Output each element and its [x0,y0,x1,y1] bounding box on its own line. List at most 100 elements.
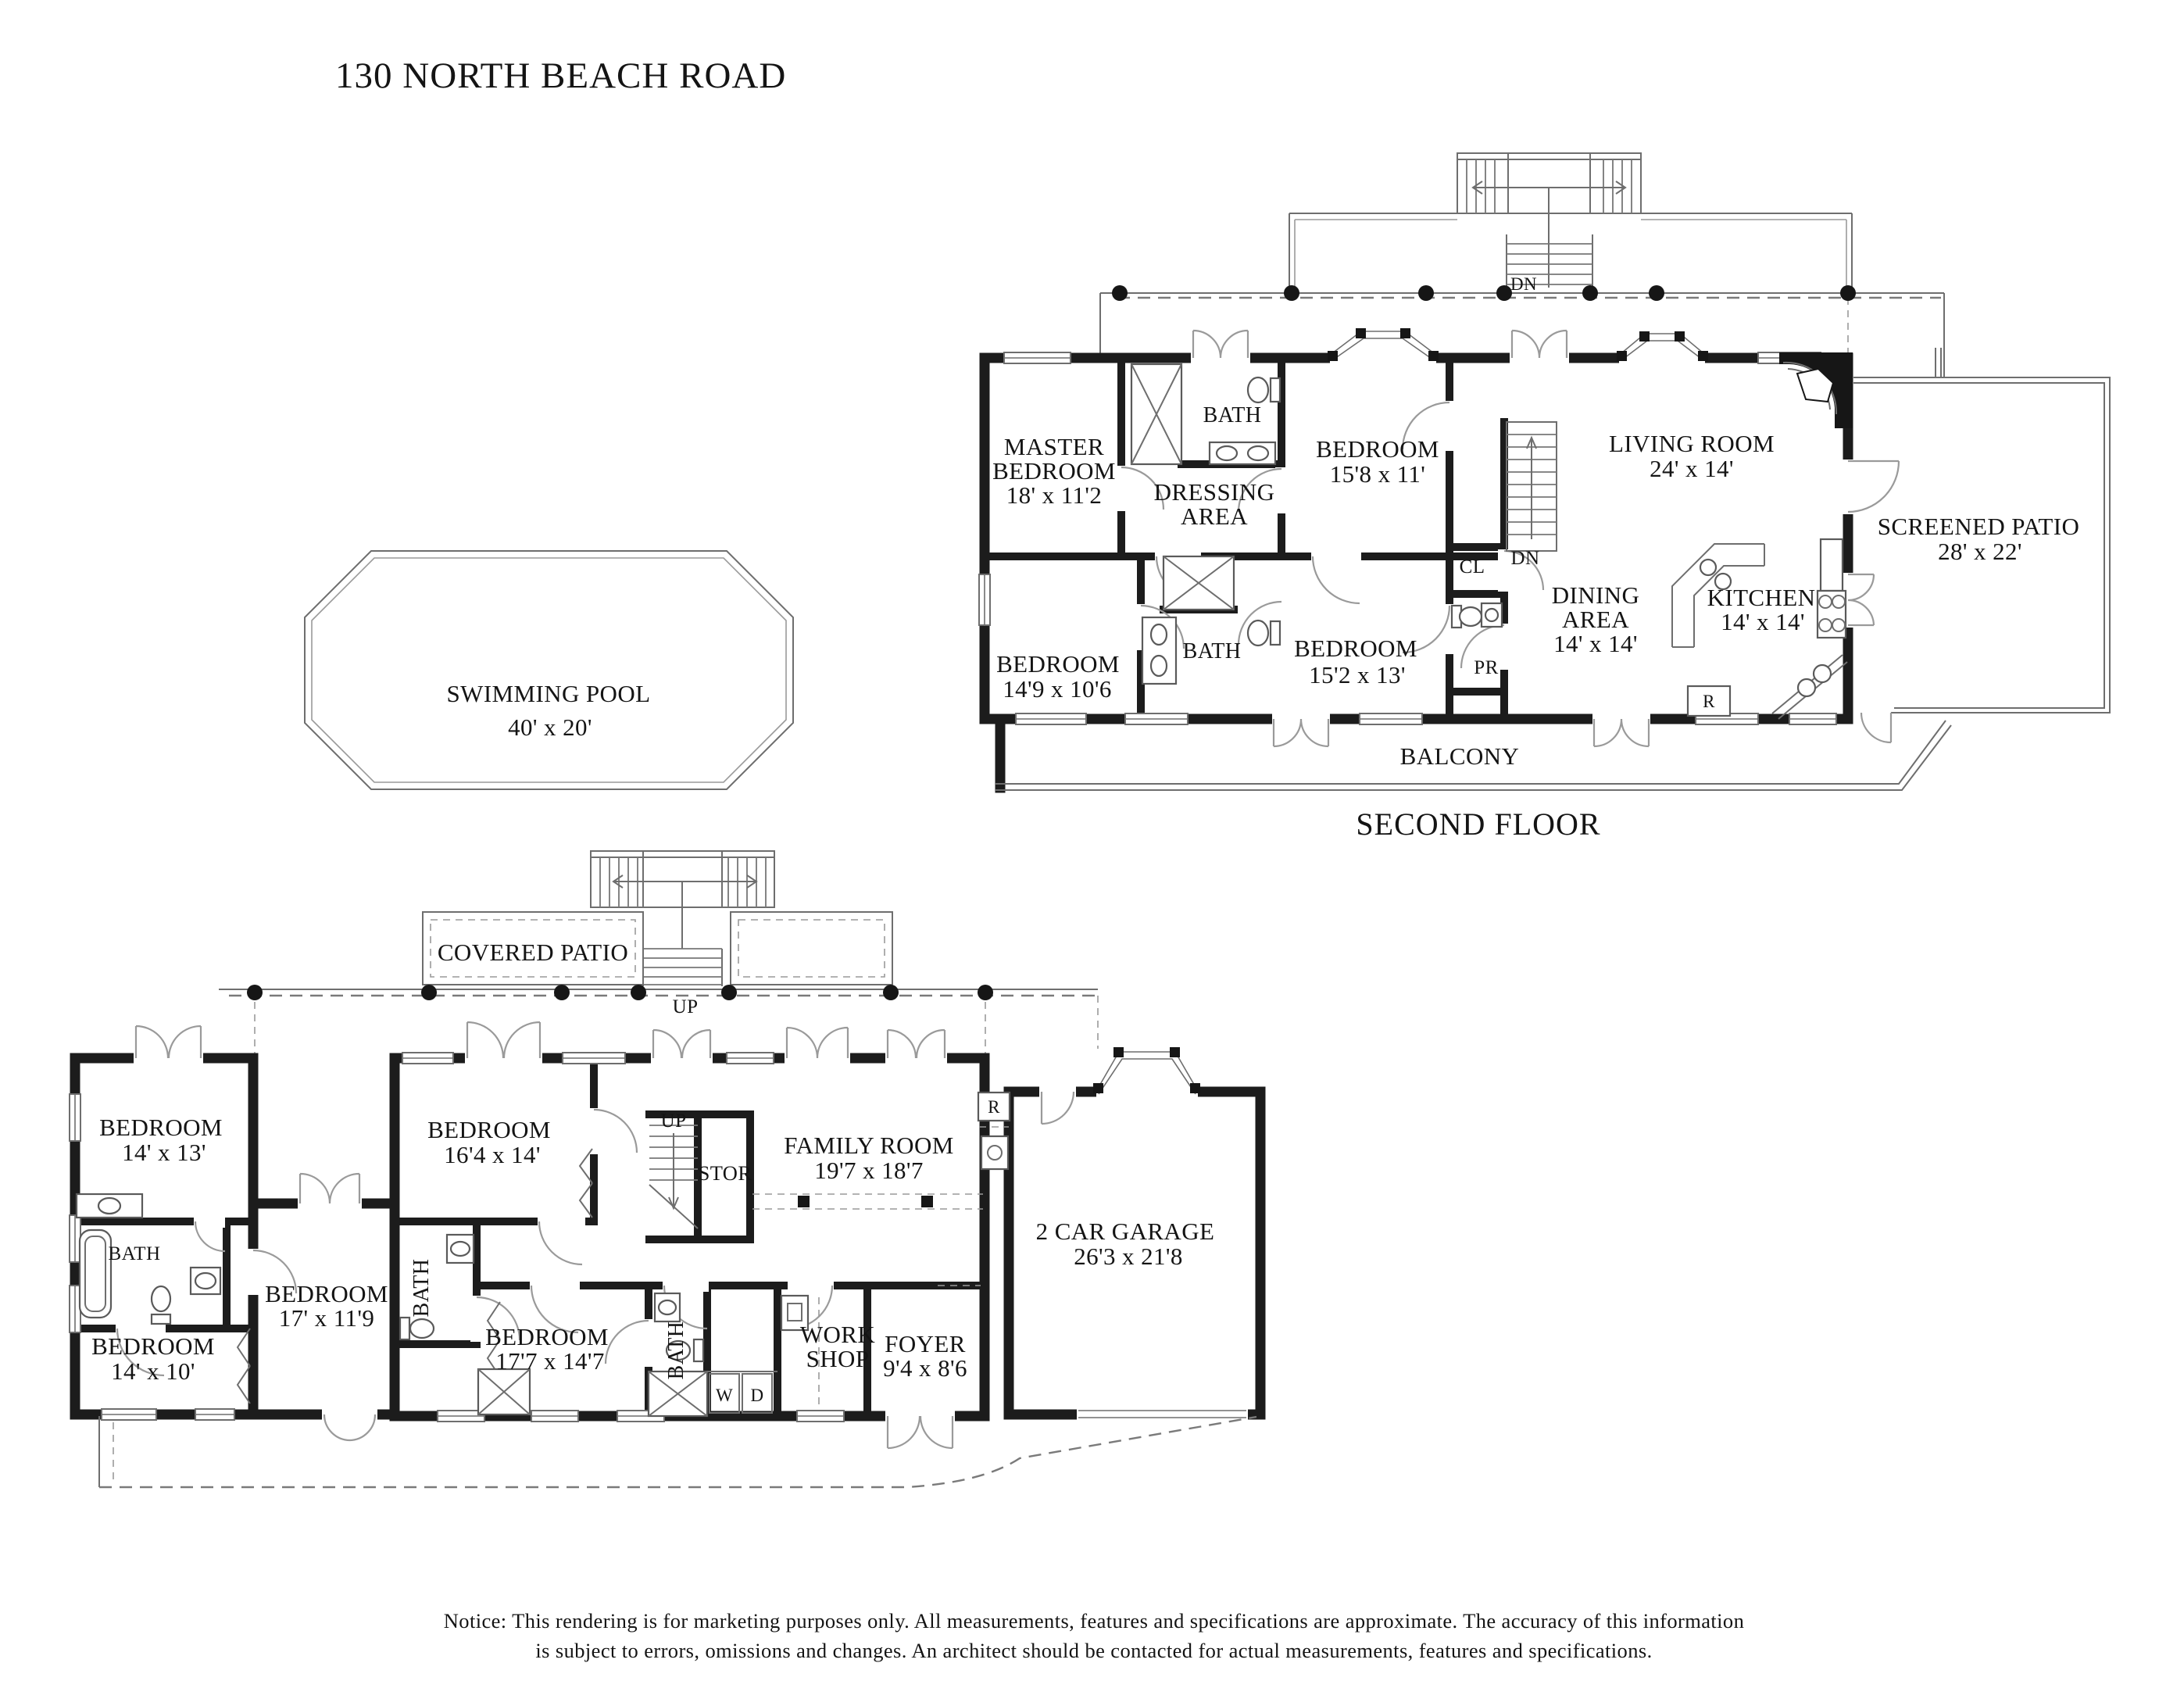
sf-screened-patio [1853,348,2111,744]
room-dims: 14' x 13' [122,1139,206,1166]
washer-label: W [716,1386,733,1405]
front-double-door [886,1415,954,1450]
room-label: STOR [699,1161,752,1185]
room-label: BEDROOM [485,1323,609,1350]
sink-icon [445,1233,475,1264]
sf-labels: MASTER BEDROOM 18' x 11'2 BATH DRESSING … [992,403,2079,842]
ff-openings [69,1021,1248,1450]
deck-stairs-dn-label: DN [1510,274,1537,294]
toilet-icon [1246,376,1281,404]
room-label: SCREENED PATIO [1878,513,2080,540]
bay-window [1328,328,1439,361]
deck-stair-arrows-icon [1471,181,1627,195]
ff-covered-patio: COVERED PATIO [422,911,893,985]
garage-side-door [1040,1091,1075,1125]
window [195,1408,235,1421]
vanity-sink-icon [75,1193,144,1219]
balcony-french-door [1272,718,1330,748]
window [1359,713,1423,725]
room-label: SHOP [806,1345,870,1372]
sf-columns [1112,285,1856,301]
bifold-closet-icon [578,1148,593,1218]
ff-interior-stairs [649,1125,699,1229]
room-label: AREA [1562,606,1629,633]
patio-stair-arrows-icon [612,874,758,889]
room-dims: 19'7 x 18'7 [814,1157,924,1184]
toilet-icon [399,1316,435,1341]
french-door [886,1028,946,1059]
window [1789,713,1837,725]
room-label: LIVING ROOM [1609,430,1775,457]
room-dims: 16'4 x 14' [444,1141,541,1168]
room-label: BEDROOM [427,1116,551,1143]
room-dims: 9'4 x 8'6 [883,1354,967,1382]
window [402,1052,454,1064]
linen-closet-icon [1162,555,1235,611]
room-label: BEDROOM [992,457,1116,485]
sf-roof-deck: DN [1099,152,1945,377]
sink-icon [189,1266,222,1296]
french-door [1192,329,1249,359]
garage-door [1078,1410,1246,1418]
room-dims: 26'3 x 21'8 [1074,1243,1183,1270]
refrigerator-box [977,1091,1011,1122]
bifold-closet-icon [236,1328,251,1404]
room-label: FAMILY ROOM [784,1132,953,1159]
ff-columns [219,985,1099,1058]
window [796,1410,845,1422]
sf-interior-stairs [1506,421,1557,552]
fireplace-icon [1779,352,1853,428]
double-door [298,1172,361,1204]
room-label: BEDROOM [996,650,1120,678]
room-dims: 17' x 11'9 [279,1304,375,1332]
sf-openings [978,328,1900,748]
room-label: BATH [1203,403,1262,427]
room-dims: 14' x 14' [1553,630,1638,657]
french-door [1510,329,1568,359]
balcony-french-door [1592,718,1650,748]
swimming-pool: SWIMMING POOL 40' x 20' [304,550,794,790]
toilet-icon [1246,619,1281,647]
sf-fixtures [1130,363,1848,720]
sf-deck-stairs [1457,152,1642,288]
dryer-label: D [750,1386,763,1405]
laundry-tub-icon [980,1135,1010,1171]
toilet-icon [1450,604,1483,629]
floor-caption: SECOND FLOOR [1356,806,1600,842]
first-floor-plan: UP COVERED PATIO [69,850,1266,1489]
room-label: 2 CAR GARAGE [1036,1218,1215,1245]
utility-sink-icon [780,1294,810,1332]
room-label: BEDROOM [1316,435,1439,463]
ff-family-room-columns [752,1193,983,1210]
sf-balcony [995,713,1952,793]
room-dims: 14' x 14' [1721,608,1805,635]
ff-labels: BEDROOM 14' x 13' BATH BEDROOM 14' x 10'… [91,1097,1214,1405]
notice-line-2: is subject to errors, omissions and chan… [535,1639,1652,1662]
closet-x-icon [647,1370,709,1418]
window [101,1408,157,1421]
window [69,1093,81,1142]
room-label: KITCHEN [1707,584,1816,611]
toilet-icon [150,1285,172,1325]
entry-door [323,1414,377,1442]
french-door [134,1025,202,1059]
stair-up-arrow-icon [1526,435,1537,449]
room-label: BALCONY [1400,742,1520,770]
bay-window [1093,1047,1200,1095]
page-title: 130 NORTH BEACH ROAD [335,55,786,96]
notice-line-1: Notice: This rendering is for marketing … [444,1609,1744,1633]
room-label: DN [1511,548,1540,569]
french-door [466,1021,542,1059]
window [1015,713,1087,725]
window [1003,352,1071,364]
toilet-icon [665,1338,705,1363]
room-dims: 18' x 11'2 [1006,481,1103,509]
kitchen-counter-icon [1671,543,1765,648]
room-dims: 14' x 10' [111,1357,195,1385]
room-label: BEDROOM [1294,635,1417,662]
bathtub-icon [78,1228,113,1319]
room-label: BATH [409,1259,434,1318]
room-label: PR [1474,657,1498,678]
window [562,1052,626,1064]
